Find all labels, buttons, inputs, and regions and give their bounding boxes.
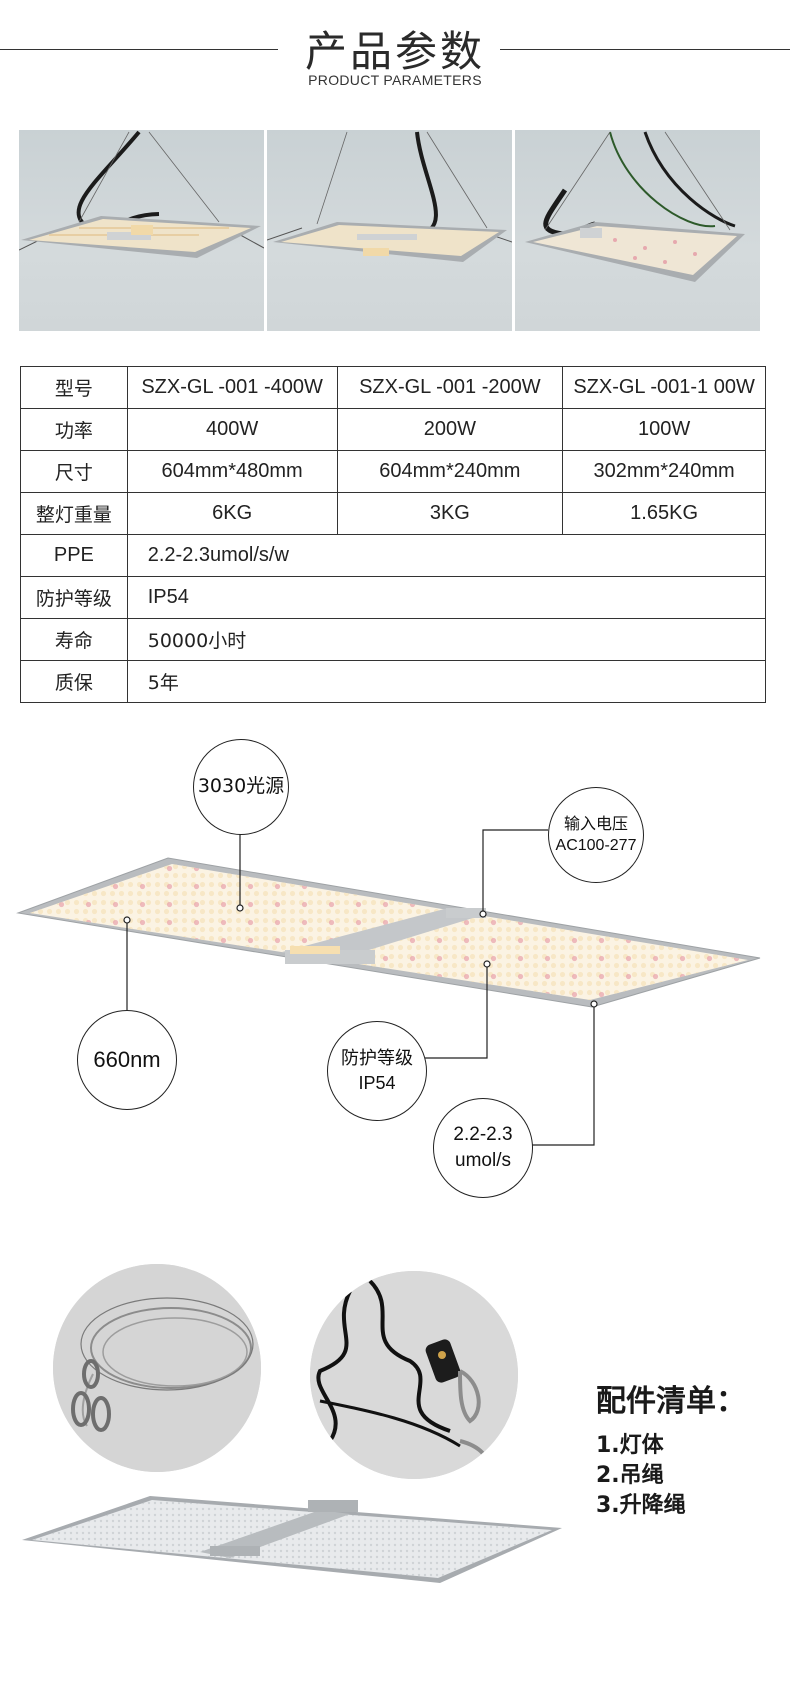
row-label-warranty: 质保 xyxy=(20,660,128,703)
power-400w: 400W xyxy=(126,408,338,451)
callout-efficacy-value: 2.2-2.3 xyxy=(453,1124,513,1146)
table-row: 质保 5年 xyxy=(20,660,767,703)
callout-protection-label: 防护等级 xyxy=(341,1047,413,1069)
accessory-item-lift-rope: 3.升降绳 xyxy=(596,1493,686,1518)
callout-efficacy-unit: umol/s xyxy=(455,1150,511,1171)
product-photo-100w xyxy=(515,130,760,331)
product-photo-200w xyxy=(267,130,512,331)
table-row: 防护等级 IP54 xyxy=(20,576,767,619)
spec-table: 型号 SZX-GL -001 -400W SZX-GL -001 -200W S… xyxy=(20,366,767,703)
power-100w: 100W xyxy=(562,408,766,451)
callout-efficacy: 2.2-2.3 umol/s xyxy=(433,1098,533,1198)
size-200w: 604mm*240mm xyxy=(336,450,564,493)
row-label-model: 型号 xyxy=(20,366,128,409)
row-label-weight: 整灯重量 xyxy=(20,492,128,535)
accessory-hanging-cable-photo xyxy=(53,1264,261,1472)
accessory-ratchet-rope-photo xyxy=(310,1271,518,1479)
row-label-protection: 防护等级 xyxy=(20,576,128,619)
model-100w: SZX-GL -001-1 00W xyxy=(562,366,766,409)
size-100w: 302mm*240mm xyxy=(562,450,766,493)
warranty-value: 5年 xyxy=(126,660,767,703)
row-label-power: 功率 xyxy=(20,408,128,451)
table-row: 尺寸 604mm*480mm 604mm*240mm 302mm*240mm xyxy=(20,450,766,493)
weight-200w: 3KG xyxy=(336,492,564,535)
table-row: 整灯重量 6KG 3KG 1.65KG xyxy=(20,492,766,535)
callout-input-voltage-label: 输入电压 xyxy=(563,814,628,834)
header-rule-left xyxy=(0,49,278,50)
accessory-lamp-body-photo xyxy=(22,1496,562,1583)
table-row: 型号 SZX-GL -001 -400W SZX-GL -001 -200W S… xyxy=(20,366,766,409)
size-400w: 604mm*480mm xyxy=(126,450,338,493)
power-200w: 200W xyxy=(336,408,564,451)
callout-light-source: 3030光源 xyxy=(193,739,289,835)
callout-protection-value: IP54 xyxy=(358,1073,396,1093)
weight-400w: 6KG xyxy=(126,492,338,535)
row-label-lifetime: 寿命 xyxy=(20,618,128,661)
panel-callout-diagram xyxy=(16,812,761,1146)
callout-input-voltage-value: AC100-277 xyxy=(555,837,637,854)
page-subtitle: PRODUCT PARAMETERS xyxy=(308,72,482,88)
accessory-item-lamp-body: 1.灯体 xyxy=(596,1433,664,1458)
row-label-size: 尺寸 xyxy=(20,450,128,493)
protection-value: IP54 xyxy=(126,576,767,619)
lifetime-value: 50000小时 xyxy=(126,618,767,661)
callout-wavelength-text: 660nm xyxy=(93,1047,161,1073)
accessories-title: 配件清单： xyxy=(596,1384,746,1419)
callout-wavelength: 660nm xyxy=(77,1010,177,1110)
header-rule-right xyxy=(500,49,790,50)
product-photo-400w xyxy=(19,130,264,331)
callout-protection: 防护等级 IP54 xyxy=(327,1021,427,1121)
table-row: 功率 400W 200W 100W xyxy=(20,408,766,451)
callout-light-source-text: 3030光源 xyxy=(197,775,285,798)
ppe-value: 2.2-2.3umol/s/w xyxy=(126,534,767,577)
model-400w: SZX-GL -001 -400W xyxy=(126,366,338,409)
accessory-item-hanging-rope: 2.吊绳 xyxy=(596,1463,664,1488)
table-row: 寿命 50000小时 xyxy=(20,618,767,661)
row-label-ppe: PPE xyxy=(20,534,128,577)
weight-100w: 1.65KG xyxy=(562,492,766,535)
callout-input-voltage: 输入电压 AC100-277 xyxy=(548,787,644,883)
page-title: 产品参数 xyxy=(304,27,485,76)
table-row: PPE 2.2-2.3umol/s/w xyxy=(20,534,767,577)
model-200w: SZX-GL -001 -200W xyxy=(336,366,564,409)
